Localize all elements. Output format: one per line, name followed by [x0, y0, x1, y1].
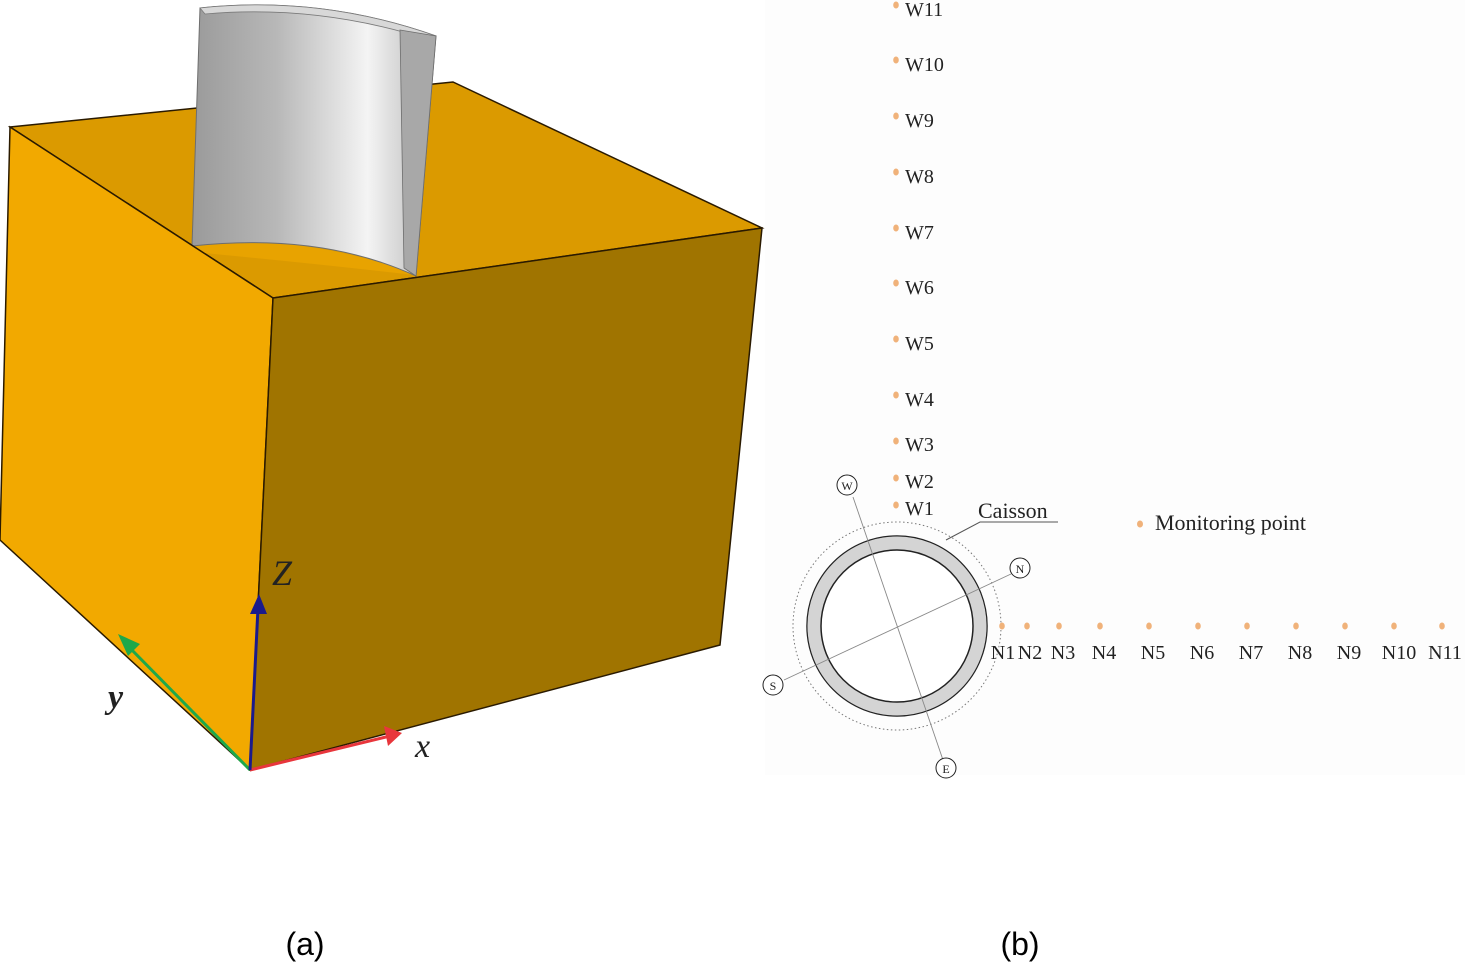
svg-text:W4: W4 [905, 389, 934, 411]
direction-e: E [935, 757, 957, 779]
caisson-ring [806, 535, 988, 717]
axis-y-line [122, 640, 252, 772]
svg-text:W: W [841, 479, 853, 493]
caisson-edge [399, 29, 437, 277]
caisson-cylinder [191, 4, 437, 277]
monitoring-point-w6: W6 [893, 277, 934, 299]
w-points: W11 W10 W9 W8 W7 W6 W5 W4 W3 W2 W1 [893, 0, 944, 520]
axis-s-n [783, 573, 1012, 681]
monitoring-point-w10: W10 [893, 54, 944, 76]
axis-w-e [852, 496, 944, 761]
monitoring-point-w2: W2 [893, 471, 934, 493]
monitoring-point-n2: N2 [1018, 622, 1042, 664]
svg-text:W3: W3 [905, 434, 934, 456]
svg-text:W9: W9 [905, 110, 934, 132]
svg-text:N11: N11 [1428, 642, 1462, 664]
svg-text:W11: W11 [905, 0, 943, 21]
axis-x-label: x [414, 728, 430, 765]
svg-text:N8: N8 [1288, 642, 1312, 664]
monitoring-point-n9: N9 [1337, 622, 1361, 664]
svg-text:N1: N1 [991, 642, 1015, 664]
monitoring-point-n3: N3 [1051, 622, 1075, 664]
monitoring-point-w7: W7 [893, 222, 934, 244]
legend-marker [1137, 520, 1143, 528]
monitoring-point-w4: W4 [893, 389, 934, 411]
caisson-opening [193, 242, 415, 275]
n-points: N1 N2 N3 N4 N5 N6 N7 N8 N9 N10 N11 [991, 622, 1462, 664]
svg-text:N4: N4 [1092, 642, 1116, 664]
monitoring-point-w1: W1 [893, 498, 934, 520]
legend-label: Monitoring point [1155, 510, 1306, 535]
monitoring-point-n7: N7 [1239, 622, 1263, 664]
axis-x-arrow [384, 726, 402, 746]
svg-text:N10: N10 [1382, 642, 1416, 664]
caisson-label: Caisson [978, 498, 1048, 523]
svg-text:W1: W1 [905, 498, 934, 520]
svg-text:W7: W7 [905, 222, 934, 244]
monitoring-point-n10: N10 [1382, 622, 1416, 664]
svg-text:N3: N3 [1051, 642, 1075, 664]
axis-z-label: Z [272, 553, 293, 593]
svg-text:N2: N2 [1018, 642, 1042, 664]
panel-a: y x Z (a) [0, 4, 765, 962]
svg-text:W2: W2 [905, 471, 934, 493]
panel-b: W N S E Caisson Monitoring point W11 W10… [762, 0, 1465, 962]
svg-text:N9: N9 [1337, 642, 1361, 664]
svg-text:S: S [770, 679, 777, 693]
direction-w: W [836, 474, 858, 496]
svg-text:W5: W5 [905, 333, 934, 355]
svg-text:N6: N6 [1190, 642, 1214, 664]
svg-text:N5: N5 [1141, 642, 1165, 664]
monitoring-point-w9: W9 [893, 110, 934, 132]
monitoring-point-n5: N5 [1141, 622, 1165, 664]
svg-text:N: N [1016, 562, 1025, 576]
axis-z-arrow [250, 594, 267, 614]
svg-text:E: E [942, 762, 949, 776]
monitoring-point-w11: W11 [893, 0, 943, 21]
svg-text:W8: W8 [905, 166, 934, 188]
svg-text:N7: N7 [1239, 642, 1263, 664]
axis-y-label: y [104, 679, 124, 716]
soil-right-face [249, 227, 763, 771]
monitoring-point-w5: W5 [893, 333, 934, 355]
monitoring-point-n4: N4 [1092, 622, 1116, 664]
monitoring-point-n1: N1 [991, 622, 1015, 664]
direction-s: S [762, 674, 784, 696]
caisson-leader [945, 521, 1058, 541]
monitoring-point-n11: N11 [1428, 622, 1462, 664]
svg-text:W10: W10 [905, 54, 944, 76]
caisson-ring-fill [807, 536, 987, 716]
axis-x-line [249, 734, 391, 772]
monitoring-point-w8: W8 [893, 166, 934, 188]
panel-a-caption: (a) [285, 926, 324, 962]
axis-y-arrow [118, 634, 140, 656]
panel-b-caption: (b) [1000, 926, 1039, 962]
axis-z-line [248, 607, 260, 771]
svg-text:W6: W6 [905, 277, 934, 299]
monitoring-point-n8: N8 [1288, 622, 1312, 664]
monitoring-point-n6: N6 [1190, 622, 1214, 664]
direction-n: N [1009, 557, 1031, 579]
monitoring-point-w3: W3 [893, 434, 934, 456]
